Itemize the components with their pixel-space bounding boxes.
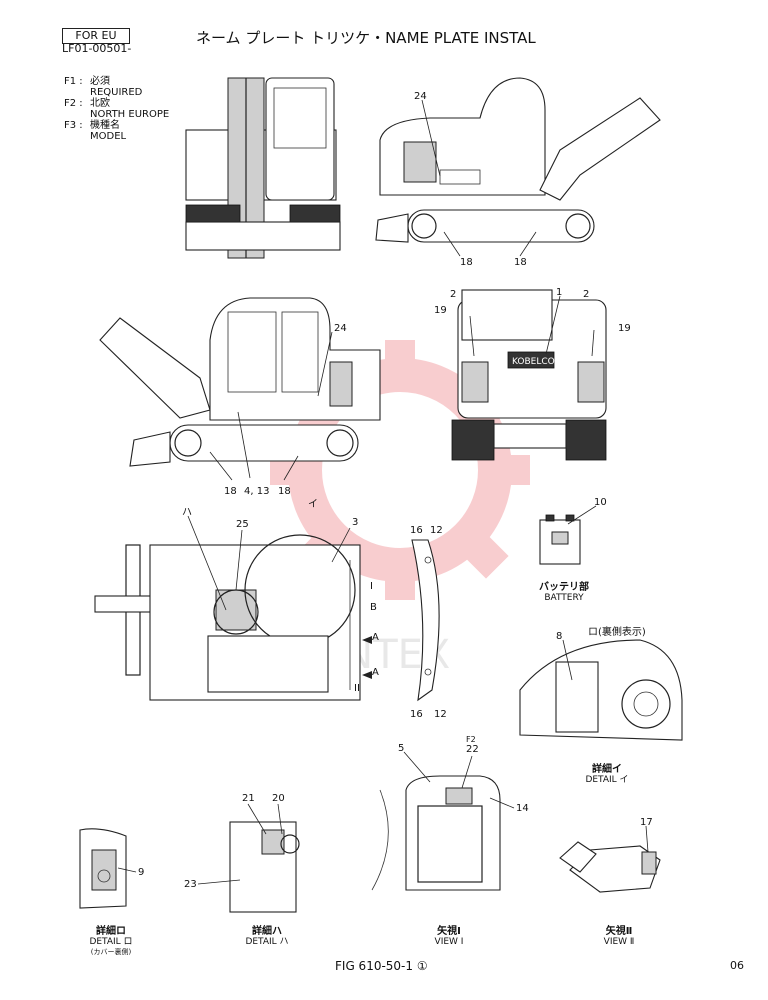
- callout-1: 1: [556, 287, 563, 298]
- callout-b: B: [370, 602, 377, 613]
- callout-12-bottom: 12: [434, 709, 447, 720]
- detail-ro-view: [79, 828, 127, 909]
- callout-a-lower: A: [372, 667, 379, 678]
- legend-f2-en: NORTH EUROPE: [90, 109, 170, 120]
- callout-4-13: 4, 13: [244, 486, 270, 497]
- callout-18-left-a: 18: [224, 486, 237, 497]
- side-view-right-excavator: [375, 77, 661, 243]
- side-view-left-excavator: [99, 297, 381, 467]
- callout-i: イ: [308, 499, 318, 510]
- callout-2-right: 2: [583, 289, 590, 300]
- callout-25: 25: [236, 519, 249, 530]
- callout-21: 21: [242, 793, 255, 804]
- leader-lines: [117, 99, 649, 885]
- view-i-rear-panel: [371, 775, 501, 891]
- callout-8: 8: [556, 631, 563, 642]
- callout-24-left: 24: [334, 323, 347, 334]
- callout-view-ii-marker: II: [354, 683, 360, 694]
- battery-view: [539, 514, 581, 565]
- callout-17: 17: [640, 817, 653, 828]
- detail-ro-caption: 詳細ロ DETAIL ロ (カバー裏側): [89, 926, 133, 957]
- callout-ha: ハ: [182, 507, 192, 518]
- callout-22: 22: [466, 744, 479, 755]
- part-code: LF01-00501-: [62, 42, 132, 55]
- cover-strip-view: [411, 539, 440, 702]
- callout-18-left-b: 18: [278, 486, 291, 497]
- callout-20: 20: [272, 793, 285, 804]
- detail-ro-back-label: ロ(裏側表示): [588, 627, 646, 638]
- battery-caption: バッテリ部 BATTERY: [539, 582, 589, 604]
- callout-5: 5: [398, 743, 405, 754]
- callout-19-left: 19: [434, 305, 447, 316]
- kobelco-plate: KOBELCO: [512, 357, 555, 367]
- page-number: 06: [730, 959, 744, 972]
- detail-i-caption: 詳細イ DETAIL イ: [585, 764, 629, 786]
- callout-16-bottom: 16: [410, 709, 423, 720]
- top-plan-view: [94, 534, 372, 701]
- view-ii-caption: 矢視Ⅱ VIEW Ⅱ: [603, 926, 635, 948]
- callout-f2: F2: [466, 735, 476, 744]
- legend-f1-en: REQUIRED: [90, 87, 143, 98]
- figure-number: FIG 610-50-1 ①: [335, 959, 428, 973]
- view-ii-component: [559, 841, 661, 893]
- callout-9: 9: [138, 867, 145, 878]
- detail-i-view: [519, 639, 683, 741]
- legend-f1: F1 :必須: [64, 76, 110, 87]
- callout-24-right: 24: [414, 91, 427, 102]
- callout-18-right-a: 18: [460, 257, 473, 268]
- rear-view-excavator: KOBELCO: [451, 289, 607, 461]
- callout-10: 10: [594, 497, 607, 508]
- callout-14: 14: [516, 803, 529, 814]
- detail-ha-view: [229, 821, 300, 913]
- legend-f3-en: MODEL: [90, 131, 127, 142]
- legend-f2: F2 :北欧: [64, 98, 110, 109]
- legend: F1 :必須 REQUIRED F2 :北欧 NORTH EUROPE F3 :…: [64, 76, 169, 142]
- callout-23: 23: [184, 879, 197, 890]
- callout-view-i-marker: I: [370, 581, 373, 592]
- page-title: ネーム プレート トリツケ・NAME PLATE INSTAL: [196, 29, 536, 47]
- callout-2-left: 2: [450, 289, 457, 300]
- front-view-excavator: [185, 77, 341, 259]
- callout-16-top: 16: [410, 525, 423, 536]
- callout-18-right-b: 18: [514, 257, 527, 268]
- region-badge: FOR EU: [62, 28, 130, 44]
- callout-19-right: 19: [618, 323, 631, 334]
- callout-12-top: 12: [430, 525, 443, 536]
- callout-a-upper: A: [372, 632, 379, 643]
- view-i-caption: 矢視Ⅰ VIEW Ⅰ: [434, 926, 464, 948]
- detail-ha-caption: 詳細ハ DETAIL ハ: [245, 926, 289, 948]
- callout-3: 3: [352, 517, 359, 528]
- legend-f3: F3 :機種名: [64, 120, 120, 131]
